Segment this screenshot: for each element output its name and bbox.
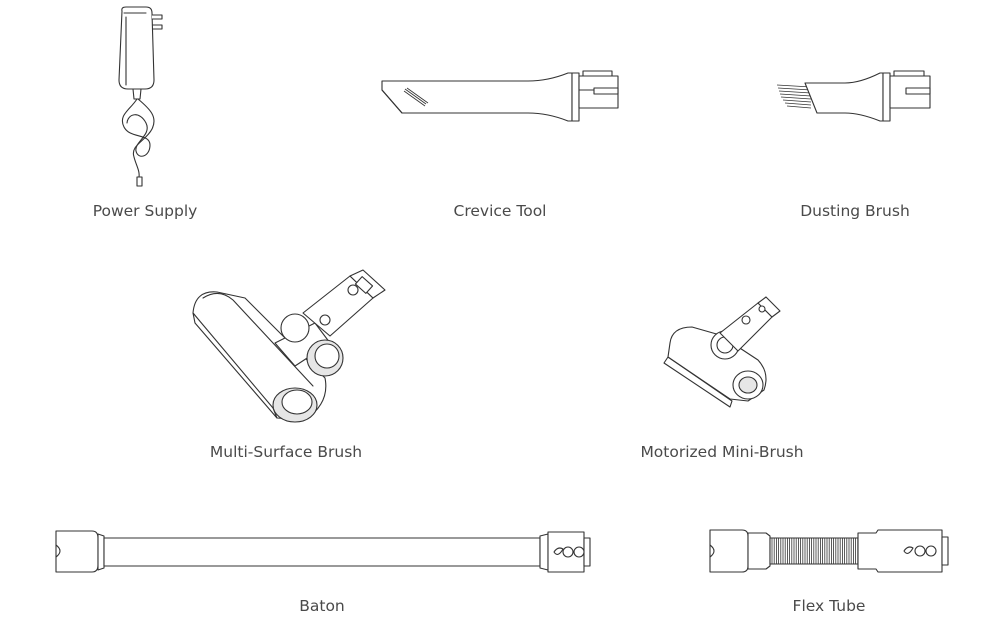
crevice-tool-icon	[381, 70, 619, 122]
label-dusting-brush: Dusting Brush	[800, 202, 910, 220]
motorized-mini-brush-icon	[663, 296, 781, 408]
label-flex-tube: Flex Tube	[792, 597, 866, 615]
flex-tube-icon	[709, 529, 949, 573]
dusting-brush-icon	[776, 70, 931, 122]
label-power-supply: Power Supply	[92, 202, 198, 220]
label-crevice-tool: Crevice Tool	[453, 202, 547, 220]
multi-surface-brush-icon	[192, 269, 386, 423]
baton-icon	[55, 530, 591, 573]
label-motorized-mini-brush: Motorized Mini-Brush	[640, 443, 804, 461]
label-baton: Baton	[299, 597, 345, 615]
label-multi-surface-brush: Multi-Surface Brush	[209, 443, 363, 461]
power-supply-icon	[118, 6, 163, 187]
